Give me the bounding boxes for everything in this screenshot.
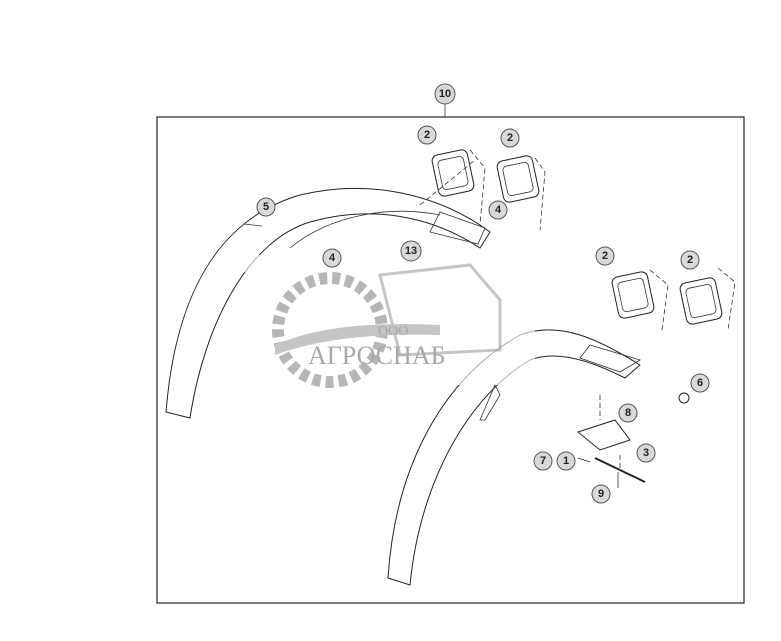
callout-2: 2 <box>417 125 437 145</box>
svg-text:2: 2 <box>507 132 513 144</box>
svg-text:2: 2 <box>424 129 430 141</box>
decal-parts <box>419 149 736 331</box>
svg-text:7: 7 <box>540 455 546 467</box>
svg-text:13: 13 <box>405 245 417 257</box>
watermark-name: АГРОСНАБ <box>308 341 446 370</box>
callout-4: 4 <box>322 248 342 268</box>
watermark-prefix: ООО <box>378 324 408 339</box>
watermark-logo: ООО АГРОСНАБ <box>245 255 535 388</box>
callout-9: 9 <box>591 484 611 504</box>
svg-text:2: 2 <box>687 254 693 266</box>
callout-8: 8 <box>618 403 638 423</box>
svg-text:1: 1 <box>563 455 569 467</box>
callout-4: 4 <box>488 200 508 220</box>
callout-5: 5 <box>256 197 276 217</box>
svg-text:4: 4 <box>329 252 336 264</box>
callout-3: 3 <box>636 443 656 463</box>
svg-text:6: 6 <box>697 377 703 389</box>
callout-10: 10 <box>434 83 456 105</box>
callout-13: 13 <box>400 240 422 262</box>
svg-text:10: 10 <box>439 88 451 100</box>
callout-6: 6 <box>690 373 710 393</box>
bracket-parts <box>243 223 690 488</box>
lower-fender <box>387 329 641 586</box>
svg-text:2: 2 <box>602 250 608 262</box>
callout-1: 1 <box>556 451 576 471</box>
svg-text:4: 4 <box>495 204 502 216</box>
callout-7: 7 <box>533 451 553 471</box>
svg-text:5: 5 <box>263 201 269 213</box>
callout-2: 2 <box>500 128 520 148</box>
callout-2: 2 <box>595 246 615 266</box>
svg-text:9: 9 <box>598 488 604 500</box>
svg-text:8: 8 <box>625 407 631 419</box>
svg-text:3: 3 <box>643 447 649 459</box>
callout-2: 2 <box>680 250 700 270</box>
assembly-frame <box>156 116 745 604</box>
